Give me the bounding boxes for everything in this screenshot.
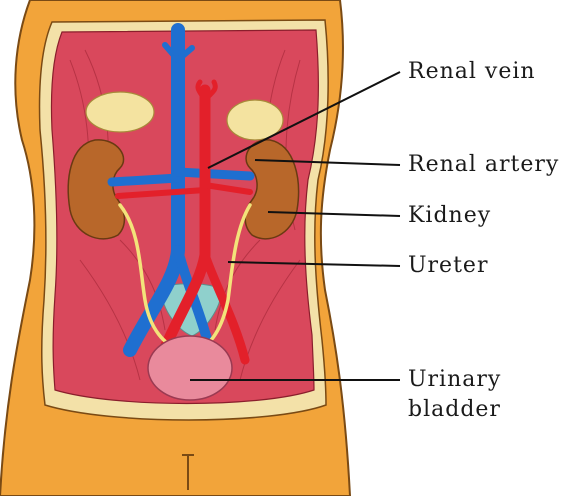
left-adrenal-gland [86, 92, 154, 132]
label-kidney: Kidney [408, 202, 491, 230]
label-urinary-bladder-line1: Urinary [408, 366, 501, 394]
label-renal-vein: Renal vein [408, 58, 536, 86]
label-urinary-bladder-line2: bladder [408, 396, 501, 424]
label-renal-artery: Renal artery [408, 151, 559, 179]
label-ureter: Ureter [408, 252, 488, 280]
urinary-bladder [148, 336, 232, 400]
